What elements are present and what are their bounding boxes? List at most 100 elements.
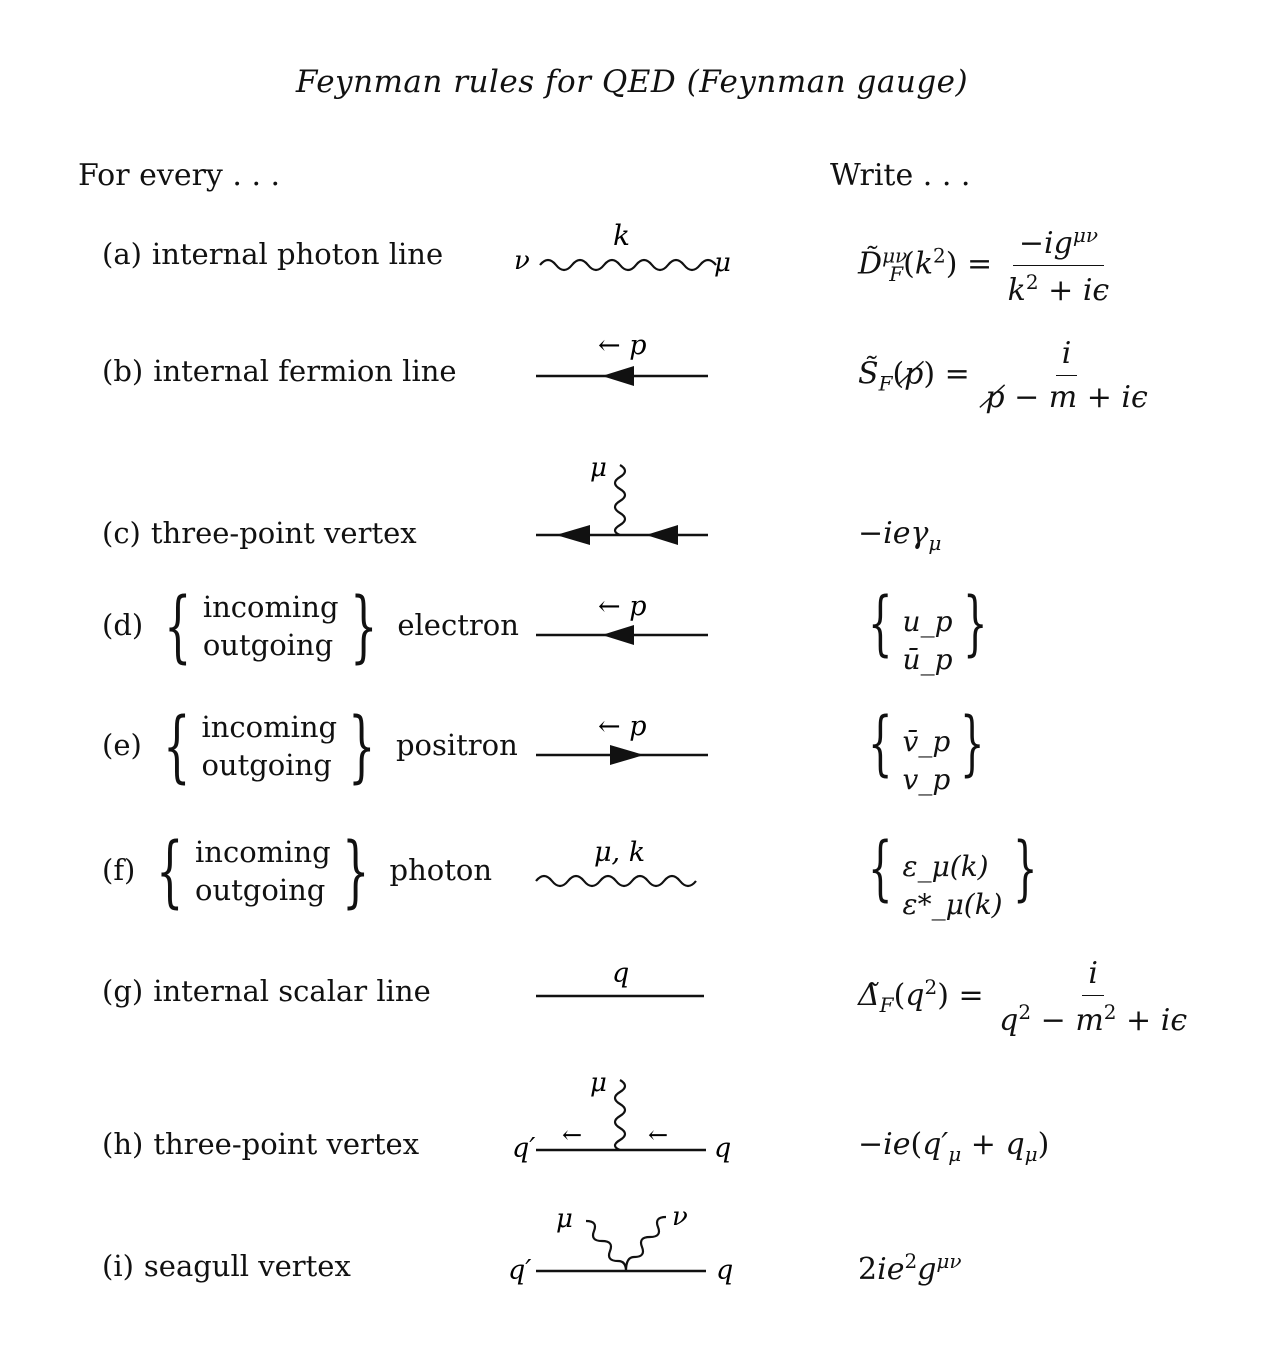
rule-row-h: (h) three-point vertex μ q′ q ← ← −ie(q′μ… [0, 1065, 1264, 1175]
rule-label: (c) three-point vertex [102, 516, 417, 550]
rule-tag: (b) [102, 354, 144, 388]
rule-row-c: (c) three-point vertex μ −ieγμ [0, 450, 1264, 560]
rule-text: internal photon line [151, 237, 444, 271]
photon-wavy-line [535, 874, 697, 888]
q-label: q [714, 1133, 731, 1164]
rule-row-i: (i) seagull vertex μ ν q′ q 2ie2gμν [0, 1195, 1264, 1305]
mu-k-label: μ, k [594, 837, 645, 868]
photon-wavy-line-right [624, 1215, 667, 1272]
incoming-text: incoming [201, 710, 338, 745]
momentum-p-label: ← p [598, 330, 647, 361]
photon-wavy-line [613, 464, 627, 537]
photon-wavy-line [613, 1079, 627, 1152]
left-brace: { [162, 702, 191, 792]
scalar-propagator-diagram: q [536, 958, 704, 998]
left-brace: { [164, 582, 192, 672]
left-arrow-mark: ← [562, 1121, 582, 1149]
momentum-k-label: k [613, 219, 630, 252]
right-brace: } [348, 702, 376, 792]
rule-row-a: (a) internal photon line ν k μ D̃μνF(k2) … [0, 215, 1264, 325]
right-column-header: Write . . . [830, 158, 971, 193]
outgoing-text: outgoing [195, 873, 326, 907]
rule-text: seagull vertex [143, 1249, 351, 1283]
rule-text: electron [397, 608, 519, 642]
formula-bottom: ε*_μ(k) [902, 887, 1003, 921]
photon-propagator-diagram: ν k μ [514, 219, 731, 278]
formula-top: v̄_p [902, 725, 951, 758]
outgoing-text: outgoing [202, 628, 334, 662]
outgoing-text: outgoing [201, 748, 332, 782]
right-brace: } [341, 827, 370, 917]
formula-bottom: v_p [902, 762, 951, 796]
rule-text: internal scalar line [153, 974, 431, 1008]
rule-tag: (c) [102, 516, 141, 550]
rule-text: photon [389, 853, 493, 887]
momentum-p-label: ← p [598, 591, 647, 622]
scalar-vertex-diagram: μ q′ q ← ← [512, 1068, 731, 1164]
nu-index-label: ν [672, 1202, 688, 1232]
left-column-header: For every . . . [78, 158, 281, 193]
formula-bottom: ū_p [902, 642, 953, 676]
rule-label: (g) internal scalar line [102, 974, 431, 1008]
external-electron-diagram: ← p [536, 591, 708, 645]
photon-wavy-line-left [585, 1219, 628, 1272]
rule-label: (b) internal fermion line [102, 354, 457, 388]
mu-index-label: μ [714, 248, 731, 278]
fermion-arrow [556, 525, 590, 545]
formula-top: u_p [902, 605, 953, 638]
rule-tag: (f) [102, 853, 136, 887]
formula-top: ε_μ(k) [902, 850, 989, 883]
nu-index-label: ν [514, 246, 530, 276]
rule-text: positron [395, 728, 518, 762]
q-prime-label: q′ [508, 1255, 531, 1286]
rule-text: three-point vertex [153, 1127, 420, 1161]
mu-index-label: μ [590, 453, 607, 483]
rule-label: (h) three-point vertex [102, 1127, 419, 1161]
rule-tag: (h) [102, 1127, 144, 1161]
page-title: Feynman rules for QED (Feynman gauge) [295, 64, 969, 100]
fermion-arrow [646, 525, 678, 545]
fermion-arrow [602, 366, 634, 386]
photon-polarization-formula: {ε_μ(k)ε*_μ(k)} [858, 833, 1047, 924]
left-brace: { [156, 827, 184, 917]
seagull-vertex-diagram: μ ν q′ q [508, 1202, 733, 1286]
rule-tag: (a) [102, 237, 142, 271]
scalar-vertex-formula: −ie(q′μ + qμ) [858, 1127, 1050, 1166]
qed-vertex-formula: −ieγμ [858, 516, 942, 555]
rule-tag: (e) [102, 728, 142, 762]
photon-wavy-line [539, 258, 717, 272]
right-arrow-mark: ← [648, 1121, 668, 1149]
qed-vertex-diagram: μ [536, 453, 708, 545]
right-brace: } [349, 582, 377, 672]
rule-text: internal fermion line [153, 354, 457, 388]
rule-label: (a) internal photon line [102, 237, 443, 271]
q-prime-label: q′ [512, 1133, 535, 1164]
mu-index-label: μ [590, 1068, 607, 1098]
rule-tag: (g) [102, 974, 144, 1008]
external-positron-diagram: ← p [536, 711, 708, 765]
rule-tag: (i) [102, 1249, 134, 1283]
momentum-q-label: q [612, 958, 629, 989]
external-photon-diagram: μ, k [535, 837, 697, 888]
rule-label: (i) seagull vertex [102, 1249, 351, 1283]
rule-text: three-point vertex [150, 516, 417, 550]
rule-row-b: (b) internal fermion line ← p S̃F(p̸) = i… [0, 330, 1264, 440]
incoming-text: incoming [202, 590, 339, 625]
mu-index-label: μ [556, 1204, 573, 1234]
incoming-text: incoming [195, 835, 331, 870]
seagull-vertex-formula: 2ie2gμν [858, 1249, 962, 1287]
q-label: q [716, 1255, 733, 1286]
fermion-arrow [610, 745, 644, 765]
fermion-propagator-diagram: ← p [536, 330, 708, 386]
